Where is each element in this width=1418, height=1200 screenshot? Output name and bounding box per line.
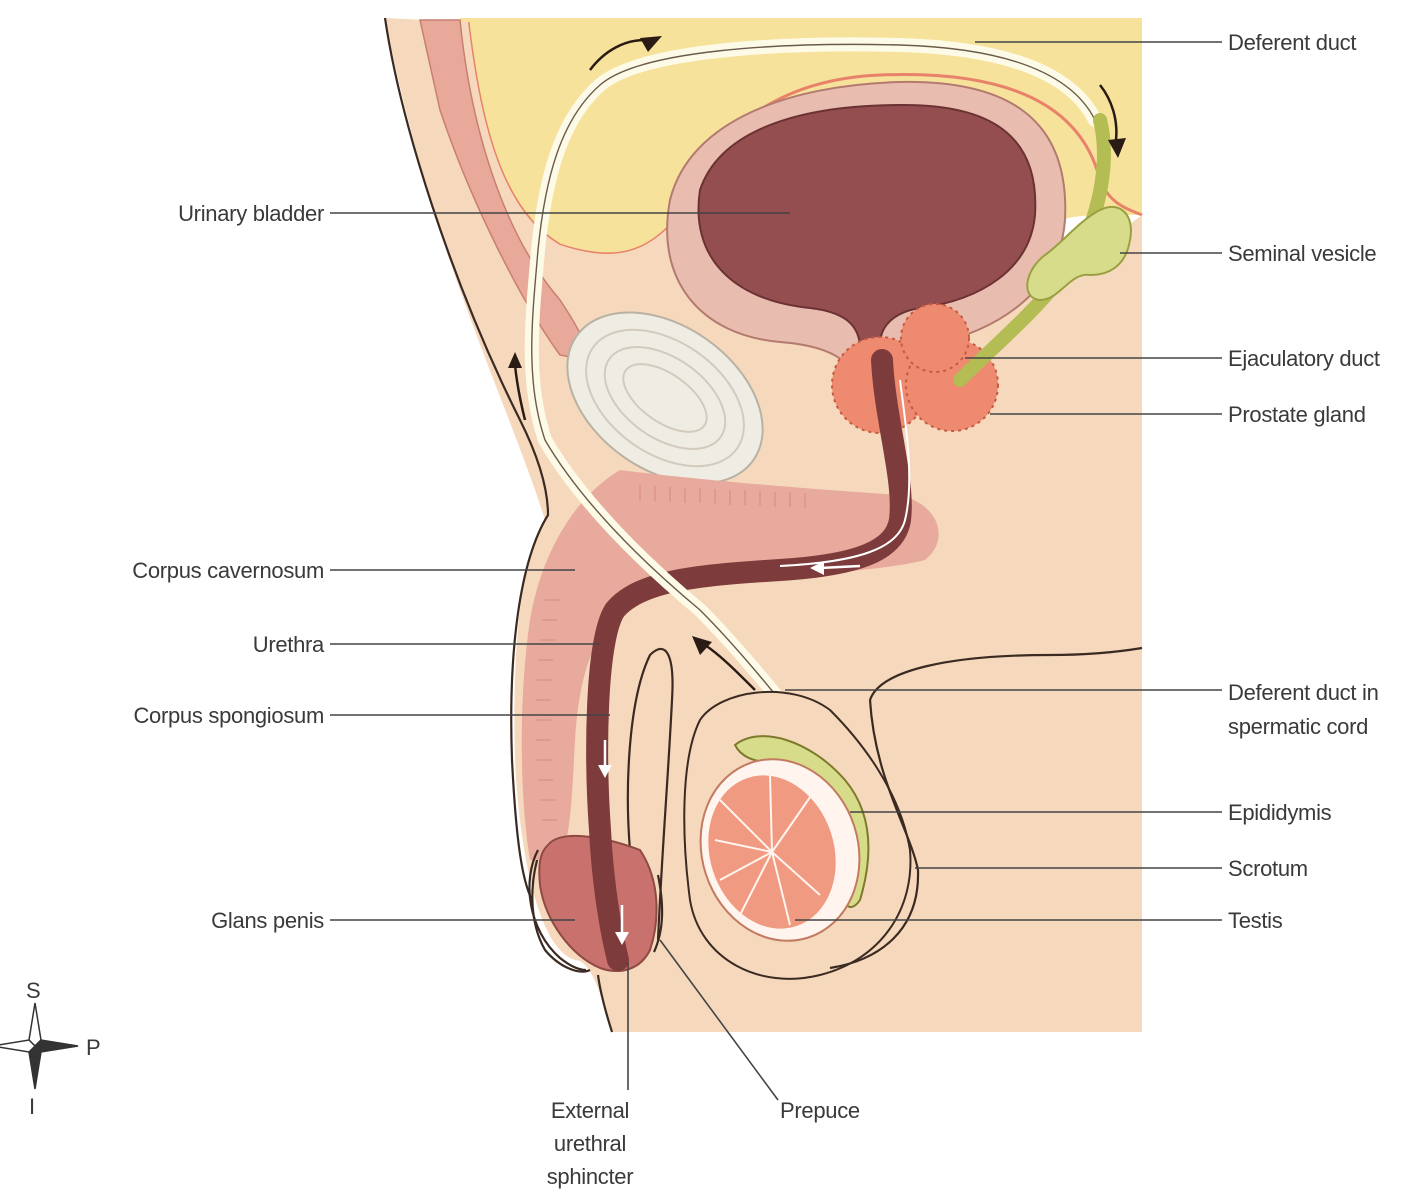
label-corpus-spongiosum: Corpus spongiosum	[133, 703, 324, 728]
label-external-sphincter-line3: sphincter	[547, 1164, 634, 1189]
label-ejaculatory-duct: Ejaculatory duct	[1228, 346, 1380, 371]
skin-outline-prepuce	[531, 849, 591, 973]
labels: Deferent duct Urinary bladder Seminal ve…	[132, 30, 1380, 1189]
label-external-sphincter-line2: urethral	[554, 1131, 626, 1156]
prostate-gland-shape	[831, 303, 999, 434]
flow-arrows	[508, 36, 1126, 945]
leader-lines	[330, 41, 1222, 1101]
label-deferent-duct-cord-line2: spermatic cord	[1228, 714, 1368, 739]
label-prostate-gland: Prostate gland	[1228, 402, 1366, 427]
label-urethra: Urethra	[253, 632, 325, 657]
compass-superior: S	[26, 978, 40, 1003]
label-testis: Testis	[1228, 908, 1283, 933]
label-prepuce: Prepuce	[780, 1098, 860, 1123]
label-urinary-bladder: Urinary bladder	[178, 201, 324, 226]
label-glans-penis: Glans penis	[211, 908, 324, 933]
pubic-symphysis	[566, 311, 764, 485]
scrotum-outer-line-2	[829, 699, 920, 970]
scrotum-outer-line	[868, 646, 1143, 701]
prepuce-fold-ventral	[652, 874, 664, 953]
skin-outline-lower	[596, 974, 614, 1033]
anatomy-illustration	[383, 17, 1143, 1033]
label-scrotum: Scrotum	[1228, 856, 1308, 881]
compass-rose: S I P	[0, 978, 101, 1119]
label-deferent-duct: Deferent duct	[1228, 30, 1356, 55]
label-epididymis: Epididymis	[1228, 800, 1332, 825]
urethra-lumen	[779, 379, 911, 567]
erectile-tissue-texture	[536, 485, 806, 821]
label-corpus-cavernosum: Corpus cavernosum	[132, 558, 324, 583]
urinary-bladder-shape	[666, 80, 1067, 369]
compass-posterior: P	[86, 1035, 100, 1060]
label-seminal-vesicle: Seminal vesicle	[1228, 241, 1376, 266]
testis-shape	[699, 758, 861, 942]
label-external-sphincter-line1: External	[551, 1098, 629, 1123]
seminal-vesicle-shape	[953, 113, 1132, 387]
prepuce-fold	[528, 849, 587, 972]
penis-ventral-outline	[626, 647, 674, 941]
label-deferent-duct-cord-line1: Deferent duct in	[1228, 680, 1379, 705]
compass-inferior: I	[29, 1094, 35, 1119]
skin-outline-anterior	[383, 17, 550, 901]
